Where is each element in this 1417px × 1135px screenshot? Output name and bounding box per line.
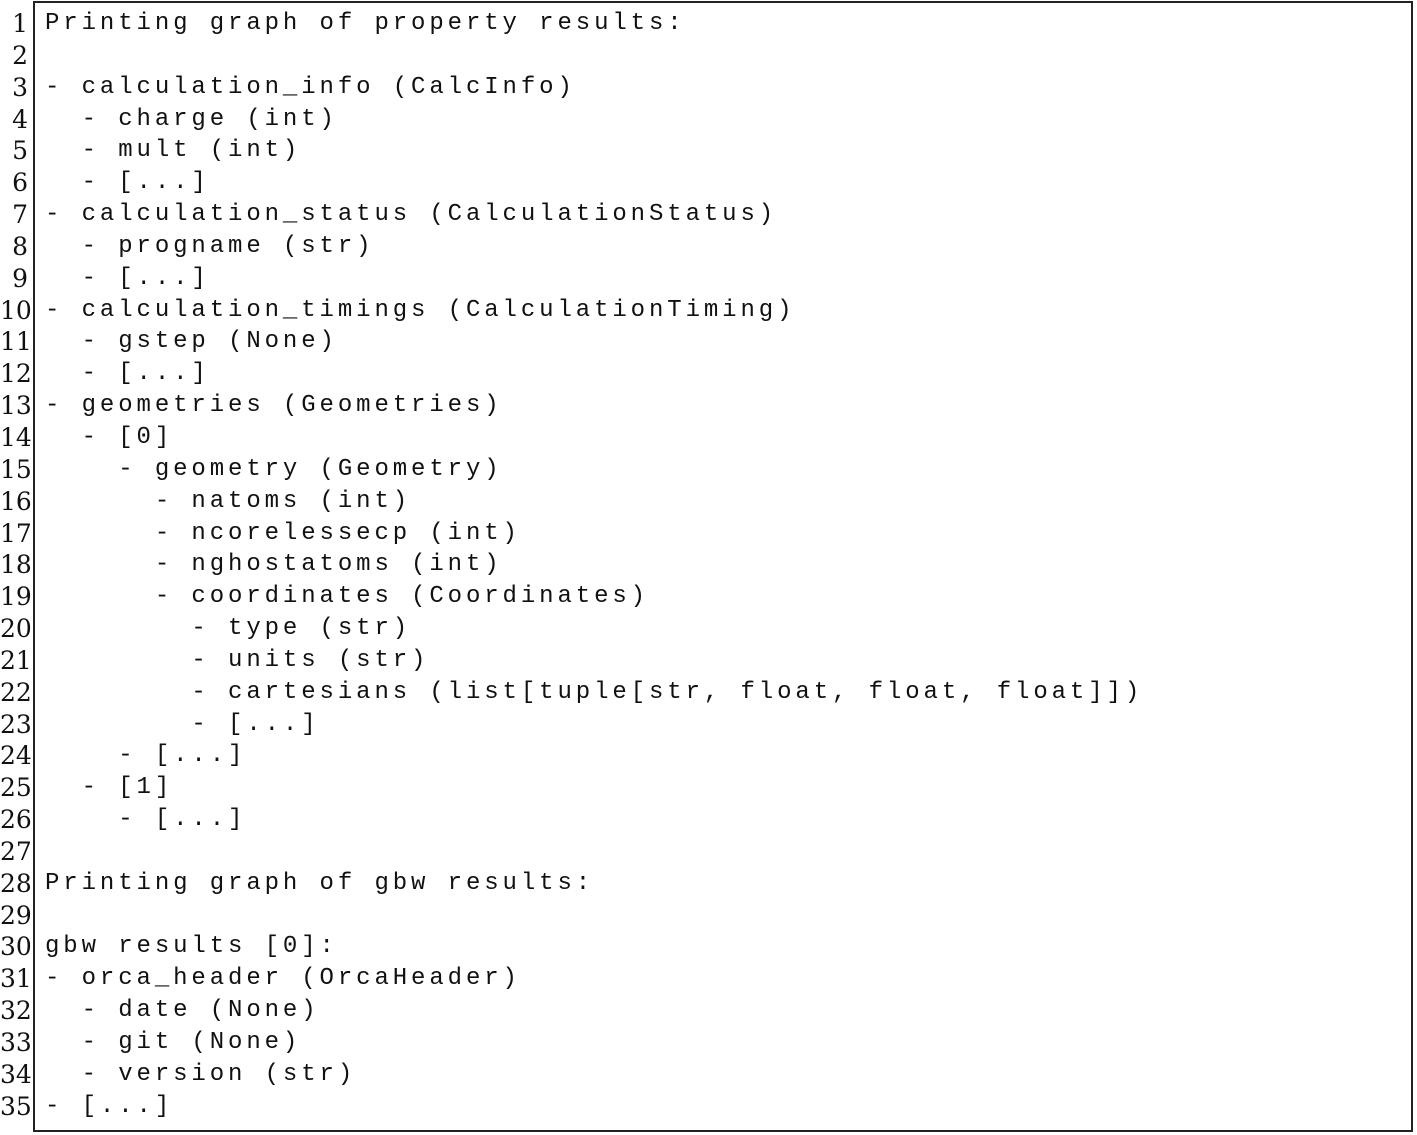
line-number: 31 bbox=[0, 964, 32, 994]
code-text: gbw results [0]: bbox=[45, 933, 338, 961]
line-number: 2 bbox=[12, 40, 28, 70]
listing-frame bbox=[33, 1, 1413, 1132]
line-number: 3 bbox=[12, 72, 28, 102]
line-number: 27 bbox=[0, 836, 32, 866]
code-text: - progname (str) bbox=[45, 232, 375, 260]
code-text: - [...] bbox=[45, 742, 247, 770]
code-text: Printing graph of gbw results: bbox=[45, 869, 595, 897]
code-text: - units (str) bbox=[45, 646, 430, 674]
line-number: 33 bbox=[0, 1028, 32, 1057]
line-number: 32 bbox=[0, 996, 32, 1026]
line-number: 7 bbox=[12, 200, 28, 230]
line-number: 21 bbox=[0, 645, 32, 675]
code-text: - [...] bbox=[45, 710, 320, 738]
line-number: 12 bbox=[0, 359, 32, 389]
code-text: - [...] bbox=[45, 169, 210, 197]
code-text: - geometries (Geometries) bbox=[45, 392, 503, 420]
line-number: 18 bbox=[0, 550, 32, 580]
line-number: 29 bbox=[0, 900, 32, 930]
line-number: 28 bbox=[0, 868, 32, 898]
line-number: 14 bbox=[0, 422, 32, 452]
code-text: - calculation_status (CalculationStatus) bbox=[45, 201, 778, 229]
code-text: Printing graph of property results: bbox=[45, 10, 686, 37]
code-text: - calculation_info (CalcInfo) bbox=[45, 73, 576, 101]
code-text: - gstep (None) bbox=[45, 328, 338, 356]
line-number: 22 bbox=[0, 677, 32, 707]
code-text: - [...] bbox=[45, 1092, 174, 1120]
line-number: 9 bbox=[12, 263, 28, 293]
code-text: - nghostatoms (int) bbox=[45, 551, 503, 579]
code-text: - [1] bbox=[45, 774, 174, 802]
code-text: - date (None) bbox=[45, 997, 320, 1025]
code-text: - [...] bbox=[45, 360, 210, 388]
line-number: 34 bbox=[0, 1059, 32, 1089]
code-text: - version (str) bbox=[45, 1060, 357, 1088]
line-number: 24 bbox=[0, 741, 32, 771]
code-text: - type (str) bbox=[45, 615, 412, 643]
line-number: 17 bbox=[0, 518, 32, 548]
line-number: 13 bbox=[0, 391, 32, 421]
line-number: 16 bbox=[0, 486, 32, 516]
line-number: 4 bbox=[12, 104, 28, 134]
code-text: - mult (int) bbox=[45, 137, 302, 165]
line-number: 8 bbox=[12, 231, 28, 261]
line-number: 20 bbox=[0, 614, 32, 644]
line-number: 11 bbox=[0, 327, 32, 357]
line-number: 30 bbox=[0, 932, 32, 962]
code-text: - [0] bbox=[45, 423, 174, 451]
code-text: - cartesians (list[tuple[str, float, flo… bbox=[45, 678, 1144, 706]
code-text: - orca_header (OrcaHeader) bbox=[45, 965, 521, 993]
line-number: 23 bbox=[0, 709, 32, 739]
code-text: - coordinates (Coordinates) bbox=[45, 583, 649, 611]
line-number: 35 bbox=[0, 1091, 32, 1121]
line-number: 5 bbox=[12, 136, 28, 166]
code-text: - geometry (Geometry) bbox=[45, 455, 503, 483]
line-number: 26 bbox=[0, 805, 32, 835]
code-text: - calculation_timings (CalculationTiming… bbox=[45, 296, 796, 324]
line-number: 6 bbox=[12, 168, 28, 198]
code-text: - [...] bbox=[45, 806, 247, 834]
line-number: 19 bbox=[0, 582, 32, 612]
code-text: - natoms (int) bbox=[45, 487, 412, 515]
line-number: 10 bbox=[0, 295, 32, 325]
code-text: - ncorelessecp (int) bbox=[45, 519, 521, 547]
line-number: 15 bbox=[0, 454, 32, 484]
line-number: 1 bbox=[12, 9, 28, 38]
code-text: - [...] bbox=[45, 264, 210, 292]
code-text: - charge (int) bbox=[45, 105, 338, 133]
code-text: - git (None) bbox=[45, 1029, 302, 1056]
line-number: 25 bbox=[0, 773, 32, 803]
